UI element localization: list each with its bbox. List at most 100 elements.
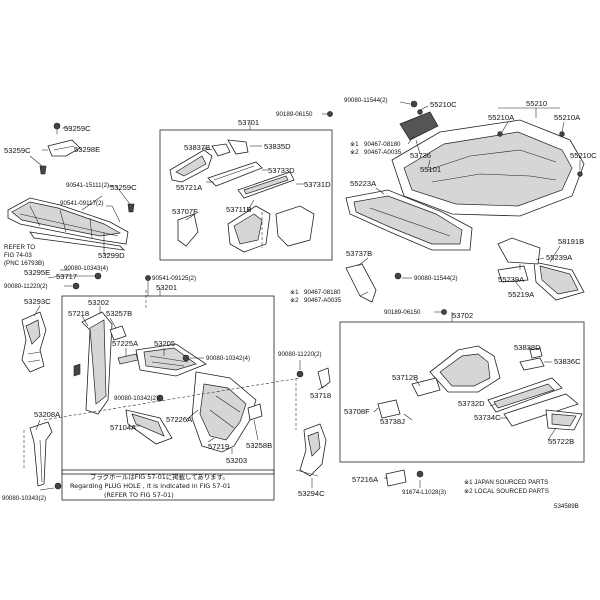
bracket-53718 [317,367,331,389]
retainer-55239a [497,237,541,265]
insulator-58191b [533,261,585,301]
label-53736: 53736 [410,151,431,160]
panel-55721a [169,149,213,183]
label-57218: 57218 [68,309,89,318]
label-90189-06150: 90189-06150 [276,111,313,118]
label-57104a: 57104A [110,423,137,432]
label-58191b: 58191B [558,237,584,246]
upper-support-53205 [135,343,207,377]
label-53293c: 53293C [24,297,51,306]
bracket-53293c [21,311,47,373]
bracket-57218 [73,363,81,377]
bracket-53737b [345,263,377,303]
label-53707f: 53707F [172,207,198,216]
bolt-90080-11220-left [72,282,80,290]
part-labels: 53259C 53298E 53259C 90541-15111(2) 5325… [2,97,597,502]
label-90541-15111: 90541-15111(2) [66,182,109,189]
clip-53259c-left [39,165,47,175]
label-53259c: 53259C [64,124,91,133]
label-90467-a0035: 90467-A0035 [364,149,402,156]
refer-to-text: REFER TO [4,244,35,251]
label-55210: 55210 [526,99,547,108]
label-55721a: 55721A [176,183,203,192]
label-55210a: 55210A [488,113,515,122]
label-53718: 53718 [310,391,331,400]
clip-90189-06150-right [441,309,447,315]
plug-hole-note-english: Regarding PLUG HOLE , it is indicated in… [70,482,231,490]
label-53205: 53205 [154,339,175,348]
refer-pnc-text: (PNC 16793B) [4,260,44,267]
label-53712b: 53712B [392,373,418,382]
group-box-53701 [159,129,333,261]
label-55239a: 55239A [498,275,525,284]
label-90467-08180: 90467-08180 [364,141,401,148]
clip-90541-09125 [145,275,151,281]
label-90080-11220: 90080-11220(2) [4,283,48,290]
bracket-53837b [211,143,231,157]
clip-53259c-top [53,122,61,134]
screw-91674-l1028 [416,470,424,478]
bracket-53258b [247,403,263,421]
panel-55722b [545,409,583,431]
label-53258b: 53258B [246,441,272,450]
label-53717: 53717 [56,272,77,281]
label-53259c: 53259C [110,183,137,192]
label-57225a: 57225A [112,339,139,348]
label-53257b: 53257B [106,309,132,318]
label-53835d: 53835D [264,142,291,151]
label-53836c: 53836C [554,357,581,366]
apron-53733d [207,161,263,187]
legend-japan-sourced: ※1 JAPAN SOURCED PARTS [464,479,548,486]
figure-id: 534589B [554,503,579,510]
bracket-53838d [529,347,543,359]
label-90541-09117: 90541-09117(2) [60,200,104,207]
bracket-53257b [109,325,127,341]
label-90080-10343: 90080-10343(2) [2,495,46,502]
retainer-55219a [497,265,529,283]
label-53837b: 53837B [184,143,210,152]
label-53738j: 53738J [380,417,405,426]
label-53202: 53202 [88,298,109,307]
group-box-53201 [61,295,275,475]
clip-55210c-top [417,109,423,115]
dashed-reference-lines [23,212,301,470]
label-57226a: 57226A [166,415,193,424]
label-55210c: 55210C [570,151,597,160]
label-53208a: 53208A [34,410,61,419]
dash-panel-55101 [391,119,585,217]
clip-55210c-right [577,171,583,177]
radiator-support-cover-53299d [7,197,129,251]
reinforcement-53835d [227,139,249,155]
member-53732d [487,377,563,413]
label-55223a: 55223A [350,179,377,188]
support-53203 [191,371,257,453]
panel-53711b [227,205,315,253]
plug-hole-note-japanese: ブラグホールはFIG 57-01に掲載してあります。 [90,472,229,481]
mark-local: ※2 [350,149,359,156]
silencer-53736 [399,111,439,141]
label-53708f: 53708F [344,407,370,416]
label-91674-l1028: 91674-L1028(3) [402,489,446,496]
label-90080-10342: 90080-10342(4) [206,355,250,362]
label-90189-06150: 90189-06150 [384,309,421,316]
extension-53734c [503,393,579,427]
label-55239a: 55239A [546,253,573,262]
label-55210c: 55210C [430,100,457,109]
insulator-55223a [345,189,473,251]
label-53203: 53203 [226,456,247,465]
label-55219a: 55219A [508,290,535,299]
bolt-90080-10343-lower [54,482,62,490]
label-90080-10343: 90080-10343(4) [64,265,108,272]
bracket-53836c [519,357,545,371]
label-53201: 53201 [156,283,177,292]
label-55722b: 55722B [548,437,574,446]
label-57219: 57219 [208,442,229,451]
label-53259c: 53259C [4,146,31,155]
label-90467-08180: 90467-08180 [304,289,341,296]
clip-90189-06150-top [327,111,333,117]
label-53701: 53701 [238,118,259,127]
brace-57225a [117,353,139,365]
label-90080-10342: 90080-10342(2) [114,395,158,402]
plug-hole-note-refer: (REFER TO FIG 57-01) [104,491,174,499]
